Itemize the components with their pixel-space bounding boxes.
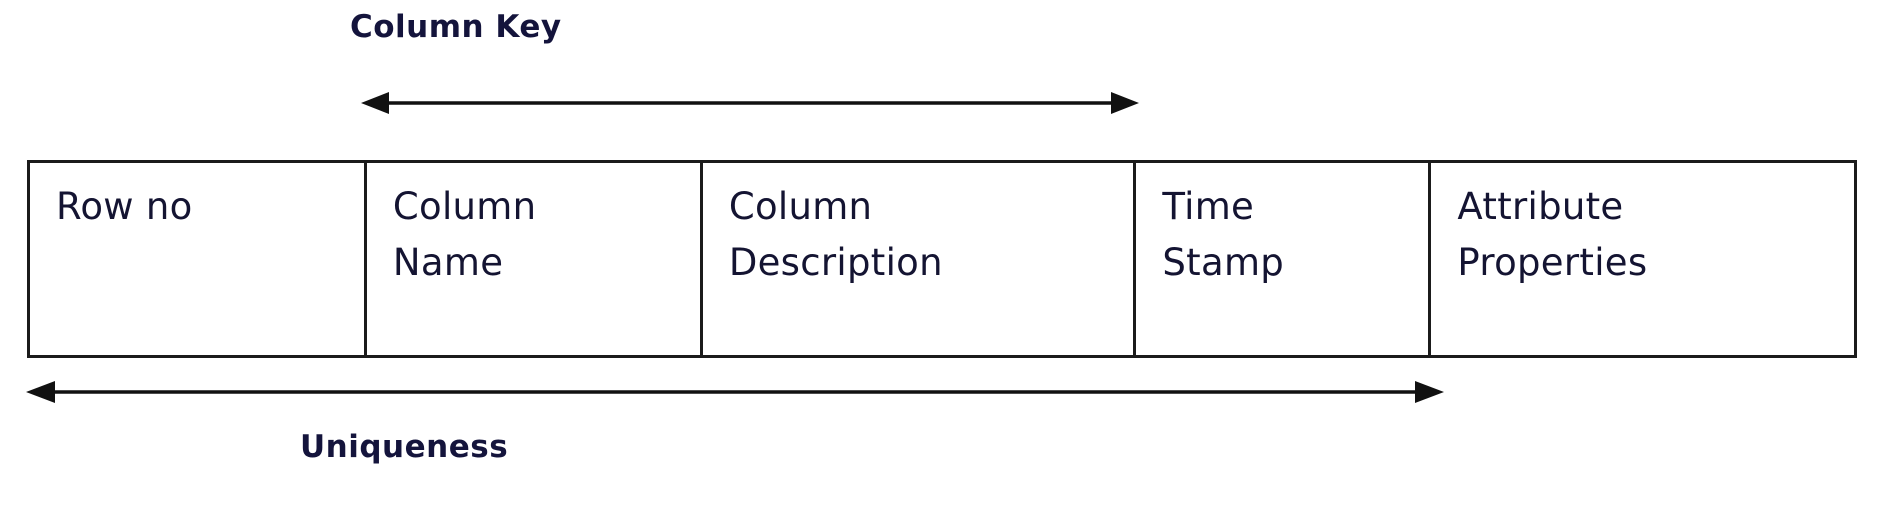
column-key-arrow-head-left [361, 92, 389, 114]
cell-text-line: Name [392, 241, 504, 285]
cell-text-line: Column [392, 185, 537, 228]
cell-text-line: Stamp [1162, 241, 1285, 285]
cell-text-line: Attribute [1457, 185, 1624, 228]
column-key-double-arrow-icon [361, 92, 1139, 114]
cell-text-line: Properties [1457, 241, 1648, 285]
column-key-label: Column Key [350, 9, 562, 45]
uniqueness-double-arrow-icon [26, 381, 1444, 403]
table-cell-column-name: Column Name [367, 163, 703, 355]
schema-row-table: Row no Column Name Column Description Ti… [27, 160, 1857, 358]
table-cell-row-no: Row no [30, 163, 367, 355]
table-cell-column-description: Column Description [703, 163, 1137, 355]
table-cell-time-stamp: Time Stamp [1136, 163, 1432, 355]
cell-text-line: Column [728, 185, 873, 228]
cell-text-line: Row no [56, 185, 193, 228]
uniqueness-arrow-head-right [1415, 381, 1444, 403]
uniqueness-label: Uniqueness [300, 429, 509, 465]
table-cell-attribute-properties: Attribute Properties [1431, 163, 1854, 355]
cell-text-line: Description [728, 241, 943, 285]
cell-text-line: Time [1162, 185, 1255, 228]
uniqueness-arrow-head-left [26, 381, 55, 403]
column-key-arrow-head-right [1111, 92, 1139, 114]
